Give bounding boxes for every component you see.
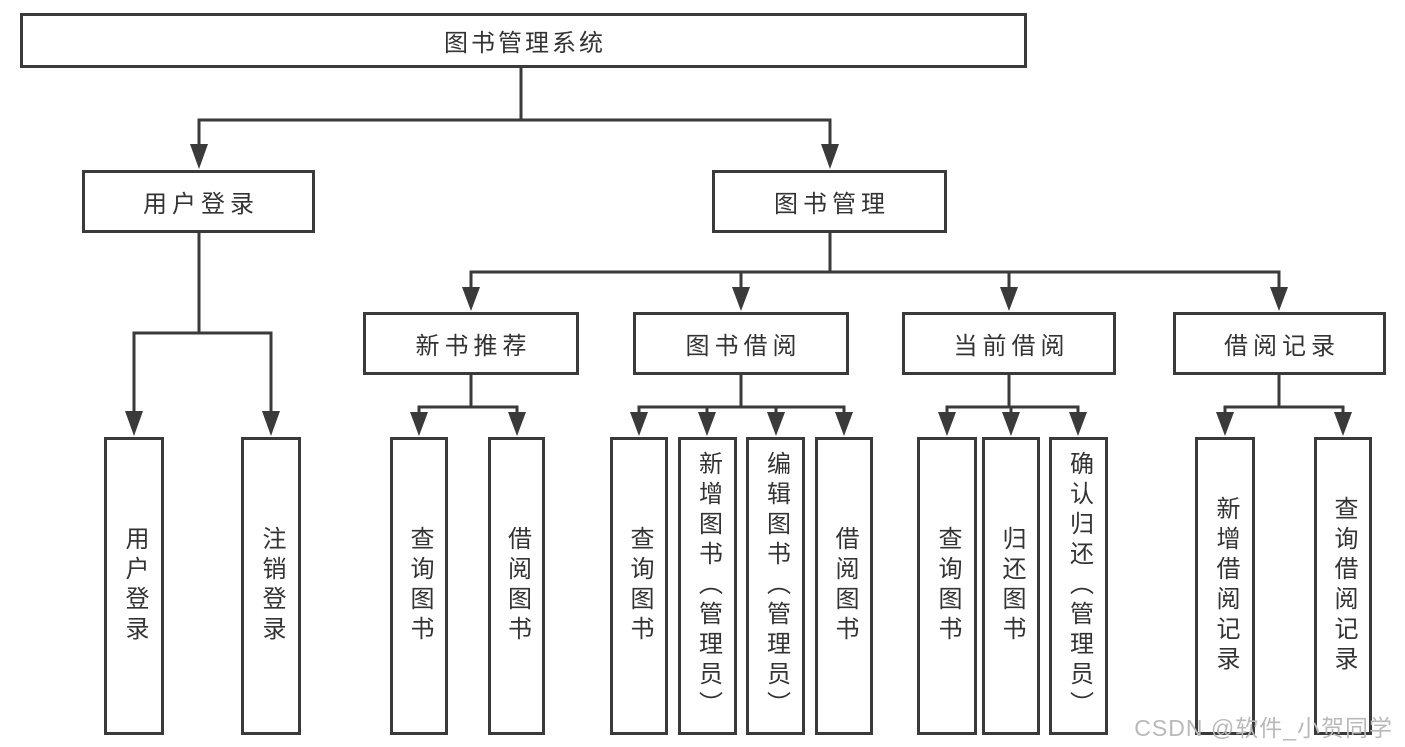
leaf-current-confirm-return-admin: 确认归还（管理员） <box>1049 437 1108 735</box>
arrowhead <box>1334 412 1352 436</box>
arrowhead <box>1002 412 1020 436</box>
arrowhead <box>732 287 750 311</box>
node-new-book-recommend: 新书推荐 <box>363 312 579 375</box>
leaf-newrec-query-books: 查询图书 <box>390 437 448 735</box>
leaf-logout: 注销登录 <box>241 437 301 735</box>
arrowhead <box>508 412 526 436</box>
arrowhead <box>125 411 143 436</box>
arrowhead <box>938 412 956 436</box>
arrowhead <box>767 412 785 436</box>
leaf-borrow-query-books: 查询图书 <box>610 437 668 735</box>
node-current-borrow: 当前借阅 <box>902 312 1116 375</box>
arrowhead <box>190 144 208 169</box>
leaf-records-query-borrow-record: 查询借阅记录 <box>1314 437 1372 735</box>
arrowhead <box>410 412 428 436</box>
leaf-user-login: 用户登录 <box>104 437 164 735</box>
leaf-current-return-books: 归还图书 <box>982 437 1040 735</box>
leaf-newrec-borrow-books: 借阅图书 <box>488 437 545 735</box>
leaf-borrow-borrow-books: 借阅图书 <box>815 437 873 735</box>
arrowhead <box>1270 287 1288 311</box>
arrowhead <box>835 412 853 436</box>
node-book-management: 图书管理 <box>712 170 947 233</box>
leaf-borrow-add-books-admin: 新增图书（管理员） <box>678 437 737 735</box>
leaf-current-query-books: 查询图书 <box>917 437 977 735</box>
arrowhead <box>821 144 839 169</box>
node-user-login: 用户登录 <box>82 170 315 233</box>
leaf-borrow-edit-books-admin: 编辑图书（管理员） <box>746 437 805 735</box>
node-book-borrow: 图书借阅 <box>633 312 849 375</box>
arrowhead <box>630 412 648 436</box>
leaf-records-add-borrow-record: 新增借阅记录 <box>1195 437 1255 735</box>
csdn-watermark: CSDN @软件_小贺同学 <box>1134 715 1393 741</box>
arrowhead <box>1000 287 1018 311</box>
arrowhead <box>1216 412 1234 436</box>
arrowhead <box>698 412 716 436</box>
arrowhead <box>262 411 280 436</box>
arrowhead <box>462 287 480 311</box>
node-library-management-system: 图书管理系统 <box>20 13 1027 68</box>
node-borrow-records: 借阅记录 <box>1173 312 1386 375</box>
arrowhead <box>1069 412 1087 436</box>
